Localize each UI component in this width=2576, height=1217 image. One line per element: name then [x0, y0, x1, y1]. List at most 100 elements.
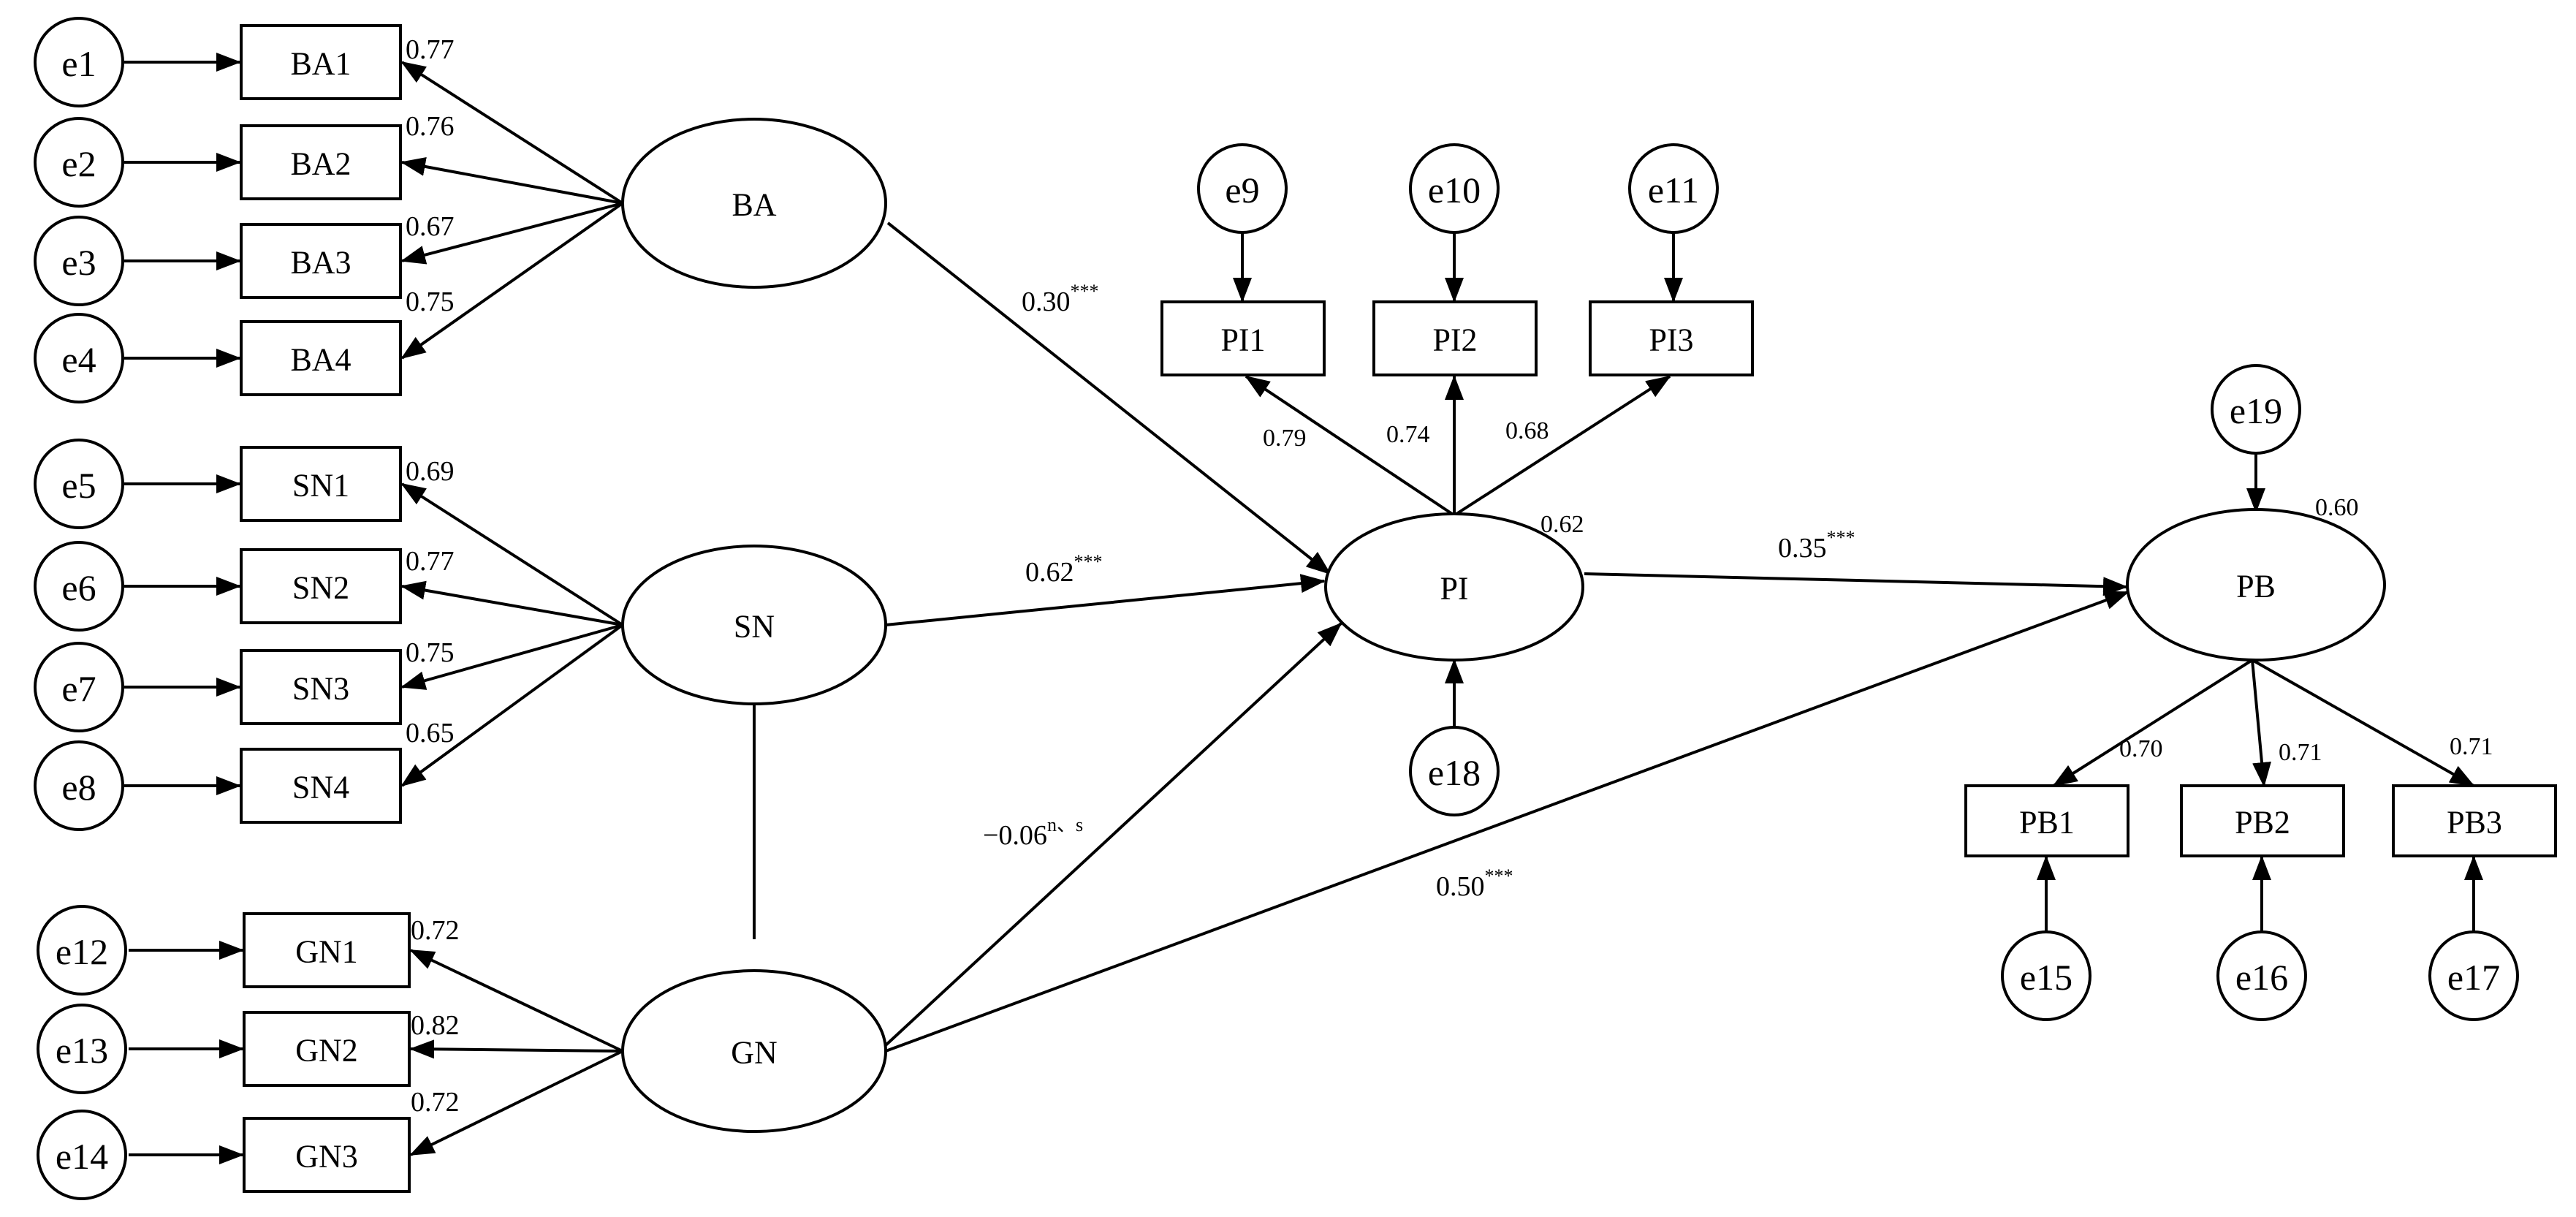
error-label-e14: e14	[56, 1136, 108, 1177]
indicator-box-ba3	[240, 223, 402, 299]
error-e15	[2001, 930, 2091, 1021]
indicator-label-ba2: BA2	[290, 146, 351, 182]
loading-sn-sn1	[400, 482, 624, 626]
path-sig-gn-pb: ***	[1485, 865, 1513, 887]
error-label-e2: e2	[61, 143, 96, 184]
indicator-box-sn2	[240, 548, 402, 624]
r-squared-pi: 0.62	[1540, 511, 1584, 538]
error-label-e11: e11	[1648, 170, 1699, 211]
loading-value-pb3: 0.71	[2450, 733, 2493, 760]
latent-ellipse-pi	[1324, 512, 1584, 661]
error-e18	[1409, 726, 1500, 816]
error-label-e9: e9	[1225, 170, 1259, 211]
error-e8	[34, 740, 124, 831]
latent-label-gn: GN	[731, 1035, 778, 1071]
loading-ba-ba2	[400, 157, 623, 205]
loading-value-pi1: 0.79	[1263, 425, 1307, 452]
path-gn-pi	[884, 622, 1342, 1047]
indicator-label-pi1: PI1	[1220, 322, 1265, 358]
indicator-box-gn2	[243, 1011, 411, 1087]
latent-label-pb: PB	[2236, 569, 2276, 604]
path-gn-pb	[885, 591, 2129, 1053]
latent-label-ba: BA	[732, 187, 776, 223]
indicator-box-sn4	[240, 748, 402, 824]
r-squared-pb: 0.60	[2315, 494, 2359, 521]
loading-value-pb2: 0.71	[2279, 739, 2322, 766]
indicator-label-gn3: GN3	[295, 1139, 358, 1175]
indicator-label-pb2: PB2	[2235, 805, 2290, 841]
error-label-e19: e19	[2230, 390, 2282, 431]
path-sig-sn-pi: ***	[1074, 551, 1103, 572]
loading-value-sn2: 0.77	[406, 546, 455, 577]
latent-ellipse-sn	[621, 545, 887, 705]
indicator-label-sn2: SN2	[292, 570, 349, 606]
indicator-label-pb1: PB1	[2019, 805, 2075, 841]
loading-value-ba4: 0.75	[406, 287, 455, 317]
error-e13	[37, 1004, 127, 1094]
indicator-box-pi1	[1160, 300, 1326, 376]
path-ba-pi	[886, 221, 1331, 575]
path-coef-pi-pb: 0.35***	[1778, 527, 1855, 564]
error-label-e1: e1	[61, 43, 96, 84]
indicator-box-sn3	[240, 649, 402, 725]
path-sig-gn-pi: n、s	[1047, 814, 1083, 835]
error-e9	[1197, 143, 1288, 234]
loading-value-gn1: 0.72	[411, 915, 460, 946]
error-label-e18: e18	[1428, 752, 1481, 793]
indicator-label-gn2: GN2	[295, 1033, 358, 1069]
loading-pb-pb2	[2251, 659, 2271, 787]
path-sn-pi	[885, 574, 1326, 626]
loading-pb-pb1	[2052, 659, 2254, 787]
connections	[124, 53, 2483, 1164]
indicator-box-pb1	[1964, 784, 2129, 857]
indicator-box-gn1	[243, 912, 411, 988]
error-label-e4: e4	[61, 339, 96, 380]
loading-pi-pi1	[1245, 375, 1456, 517]
indicator-box-pi2	[1372, 300, 1538, 376]
path-value-pi-pb: 0.35	[1778, 533, 1827, 564]
path-value-gn-pb: 0.50	[1436, 871, 1485, 902]
loading-value-sn3: 0.75	[406, 637, 455, 668]
error-e7	[34, 642, 124, 732]
latent-ellipse-ba	[621, 118, 887, 289]
error-label-e10: e10	[1428, 170, 1481, 211]
error-label-e13: e13	[56, 1030, 108, 1071]
indicator-box-pi3	[1589, 300, 1754, 376]
indicator-label-ba3: BA3	[290, 245, 351, 281]
indicator-label-ba4: BA4	[290, 342, 351, 378]
path-value-ba-pi: 0.30	[1022, 287, 1071, 317]
loading-ba-ba3	[400, 202, 623, 265]
loading-value-pi3: 0.68	[1505, 417, 1549, 444]
loading-value-pb1: 0.70	[2119, 735, 2163, 762]
error-e1	[34, 17, 124, 107]
loading-value-ba3: 0.67	[406, 211, 455, 242]
loading-value-sn4: 0.65	[406, 718, 455, 748]
loading-value-sn1: 0.69	[406, 456, 455, 487]
loading-sn-sn3	[400, 623, 623, 690]
loading-ba-ba4	[400, 202, 624, 360]
latent-ellipse-gn	[621, 969, 887, 1133]
loading-ba-ba1	[400, 61, 624, 205]
loading-value-ba2: 0.76	[406, 111, 455, 142]
loading-value-ba1: 0.77	[406, 34, 455, 65]
error-label-e12: e12	[56, 931, 108, 972]
loading-sn-sn2	[400, 580, 623, 626]
error-e3	[34, 216, 124, 306]
loading-gn-gn2	[409, 1039, 623, 1059]
error-e19	[2211, 364, 2301, 455]
error-e2	[34, 117, 124, 208]
indicator-box-pb3	[2392, 784, 2557, 857]
indicator-box-pb2	[2180, 784, 2345, 857]
error-e14	[37, 1110, 127, 1200]
path-value-sn-pi: 0.62	[1025, 557, 1074, 588]
path-coef-ba-pi: 0.30***	[1022, 281, 1099, 317]
path-sig-pi-pb: ***	[1827, 527, 1855, 548]
latent-ellipse-pb	[2126, 508, 2386, 661]
error-e11	[1628, 143, 1719, 234]
error-e12	[37, 905, 127, 996]
indicator-label-pb3: PB3	[2447, 805, 2502, 841]
error-label-e5: e5	[61, 465, 96, 506]
error-e6	[34, 541, 124, 632]
latent-label-sn: SN	[734, 609, 775, 645]
path-sig-ba-pi: ***	[1071, 281, 1099, 302]
